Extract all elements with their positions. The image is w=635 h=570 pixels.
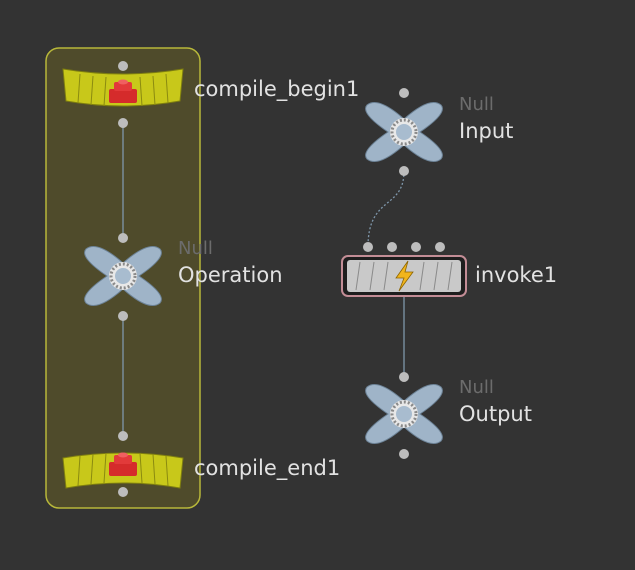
input-null-node[interactable] [365,102,443,162]
connector-output-out[interactable] [399,449,409,459]
connector-invoke-in-1[interactable] [363,242,373,252]
connector-input-out[interactable] [399,166,409,176]
gear-circle-icon [390,118,418,146]
output-type-label: Null [459,377,494,398]
gear-circle-icon [109,262,137,290]
connector-input-in[interactable] [399,88,409,98]
connector-invoke-in-3[interactable] [411,242,421,252]
compile-end-node[interactable] [62,452,184,489]
connector-operation-in[interactable] [118,233,128,243]
compile-end-name-label[interactable]: compile_end1 [194,456,341,480]
input-type-label: Null [459,94,494,115]
invoke-node[interactable] [341,255,467,297]
input-name-label[interactable]: Input [459,119,514,143]
red-brick-icon [109,452,137,476]
compile-begin-name-label[interactable]: compile_begin1 [194,77,360,101]
lightning-bolt-icon [395,260,414,292]
connector-begin-in[interactable] [118,61,128,71]
output-name-label[interactable]: Output [459,402,532,426]
operation-null-node[interactable] [84,246,162,306]
connector-invoke-in-4[interactable] [435,242,445,252]
wire-input-to-invoke [367,170,405,248]
red-brick-icon [109,79,137,103]
output-null-node[interactable] [365,384,443,444]
compile-begin-node[interactable] [62,68,184,107]
connector-end-out[interactable] [118,487,128,497]
connector-invoke-in-2[interactable] [387,242,397,252]
connector-operation-out[interactable] [118,311,128,321]
connector-output-in[interactable] [399,372,409,382]
operation-name-label[interactable]: Operation [178,263,283,287]
connector-begin-out[interactable] [118,118,128,128]
invoke-name-label[interactable]: invoke1 [475,263,558,287]
operation-type-label: Null [178,238,213,259]
gear-circle-icon [390,400,418,428]
connector-end-in[interactable] [118,431,128,441]
